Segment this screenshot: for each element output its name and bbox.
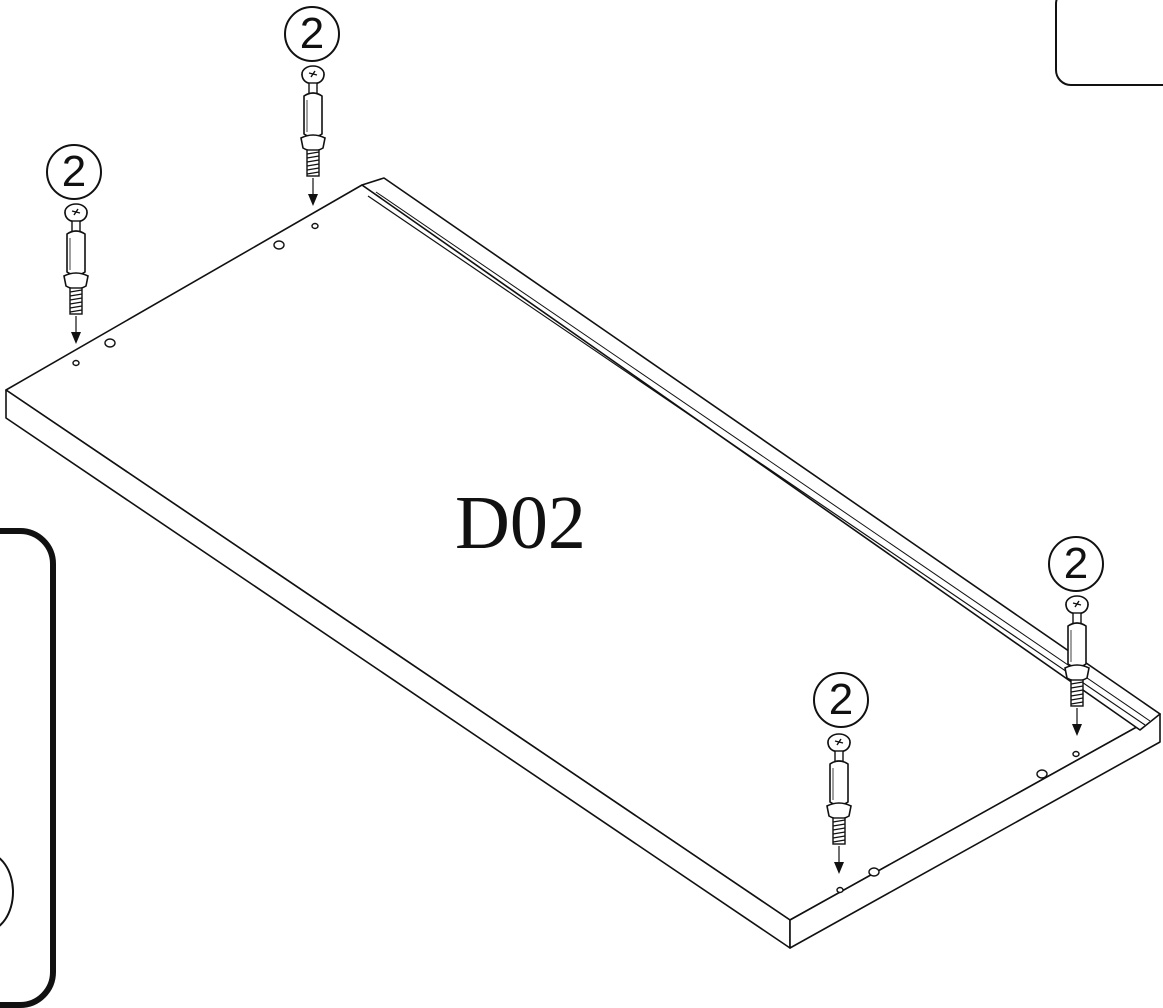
quantity-callout: 2 xyxy=(46,144,102,200)
cam-bolt-icon xyxy=(63,203,89,345)
assembly-diagram xyxy=(5,1,1163,949)
panel-label: D02 xyxy=(455,481,586,565)
panel-right-edge xyxy=(789,713,1161,949)
cam-bolt-icon xyxy=(300,65,326,207)
side-inset-frame xyxy=(0,528,56,1008)
hardware-inset-frame xyxy=(1055,0,1163,86)
panel-board xyxy=(5,177,1161,949)
quantity-callout: 2 xyxy=(284,6,340,62)
pre-drilled-hole-icon xyxy=(72,222,1080,894)
quantity-callout: 2 xyxy=(813,672,869,728)
quantity-callout: 2 xyxy=(1048,536,1104,592)
